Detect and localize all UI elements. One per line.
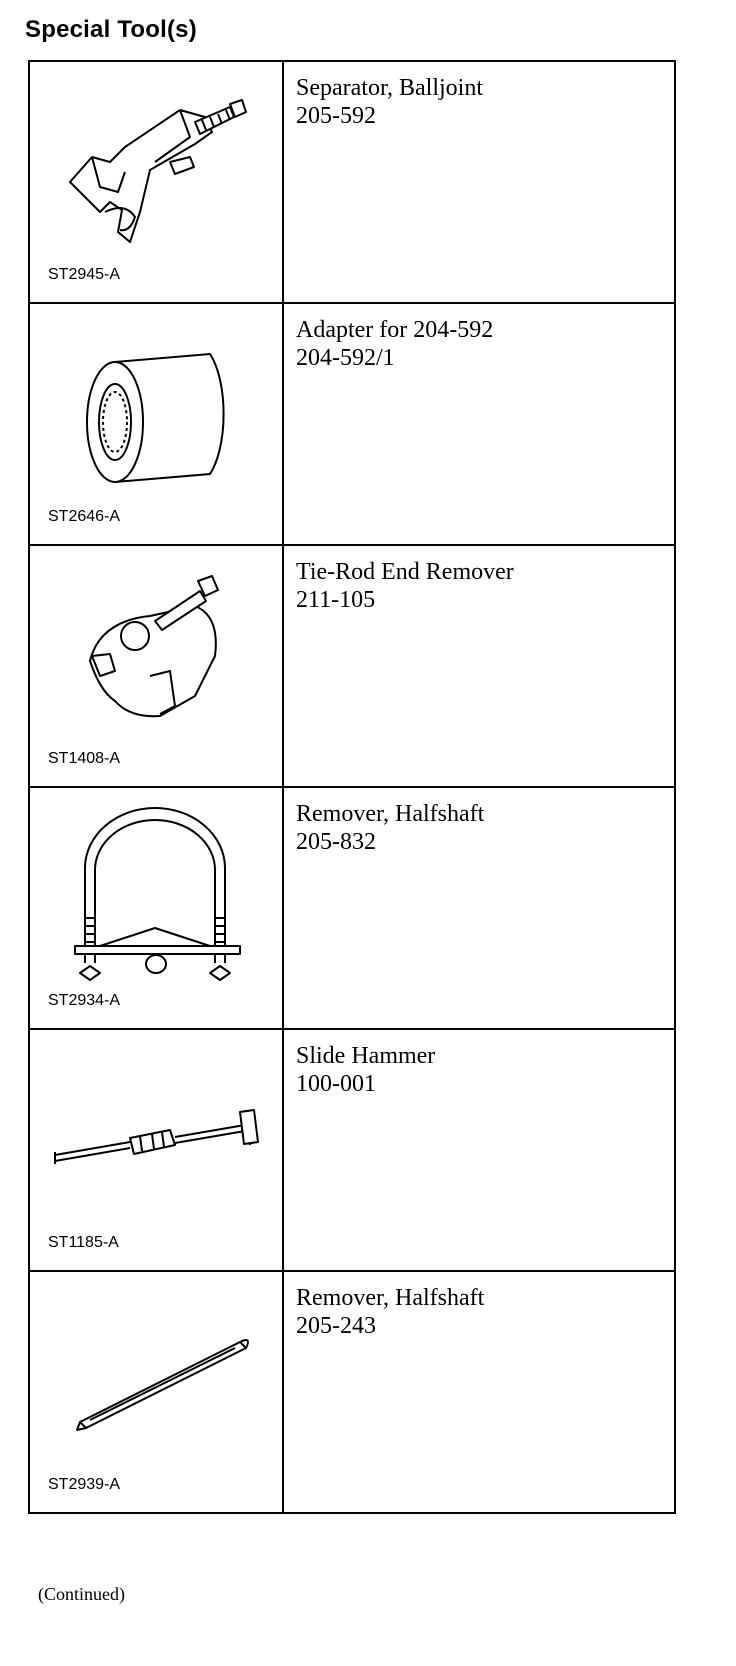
tie-rod-remover-icon xyxy=(89,575,219,718)
tool-name: Adapter for 204-592 xyxy=(296,317,494,343)
tool-description-cell: Remover, Halfshaft 205-243 xyxy=(282,1270,676,1514)
tool-code: ST1185-A xyxy=(48,1234,119,1251)
tool-description-cell: Remover, Halfshaft 205-832 xyxy=(282,786,676,1030)
tool-description-cell: Separator, Balljoint 205-592 xyxy=(282,60,676,304)
adapter-sleeve-icon xyxy=(86,352,225,483)
tool-illustration-cell: ST2945-A xyxy=(28,60,284,304)
special-tools-table: ST2945-A Separator, Balljoint 205-592 ST xyxy=(28,60,676,1514)
tool-name: Remover, Halfshaft xyxy=(296,801,485,827)
tool-name: Tie-Rod End Remover xyxy=(296,559,514,585)
tool-name: Remover, Halfshaft xyxy=(296,1285,485,1311)
tool-name: Separator, Balljoint xyxy=(296,75,483,101)
table-row: ST2934-A Remover, Halfshaft 205-832 xyxy=(28,786,676,1030)
tool-illustration-cell: ST1408-A xyxy=(28,544,284,788)
table-row: ST1185-A Slide Hammer 100-001 xyxy=(28,1028,676,1272)
tool-number: 100-001 xyxy=(296,1071,376,1097)
tool-code: ST2934-A xyxy=(48,992,121,1009)
tool-code: ST2939-A xyxy=(48,1476,121,1493)
tool-number: 205-592 xyxy=(296,103,376,129)
slide-hammer-icon xyxy=(54,1109,259,1164)
rod-remover-icon xyxy=(76,1339,249,1431)
tool-description-cell: Adapter for 204-592 204-592/1 xyxy=(282,302,676,546)
tool-number: 204-592/1 xyxy=(296,345,395,371)
u-bolt-remover-icon xyxy=(74,807,241,981)
continued-note: (Continued) xyxy=(38,1584,125,1604)
tool-number: 211-105 xyxy=(296,587,376,613)
tool-number: 205-243 xyxy=(296,1313,376,1339)
tool-illustration-cell: ST2934-A xyxy=(28,786,284,1030)
tool-description-cell: Slide Hammer 100-001 xyxy=(282,1028,676,1272)
tool-illustration-cell: ST2939-A xyxy=(28,1270,284,1514)
table-row: ST2945-A Separator, Balljoint 205-592 xyxy=(28,60,676,304)
tool-code: ST2646-A xyxy=(48,508,121,525)
table-row: ST2939-A Remover, Halfshaft 205-243 xyxy=(28,1270,676,1514)
tool-description-cell: Tie-Rod End Remover 211-105 xyxy=(282,544,676,788)
page-title: Special Tool(s) xyxy=(25,16,197,43)
table-row: ST1408-A Tie-Rod End Remover 211-105 xyxy=(28,544,676,788)
tool-code: ST1408-A xyxy=(48,750,121,767)
tool-code: ST2945-A xyxy=(48,266,121,283)
tool-illustration-cell: ST2646-A xyxy=(28,302,284,546)
tool-number: 205-832 xyxy=(296,829,376,855)
balljoint-separator-icon xyxy=(69,99,247,243)
table-row: ST2646-A Adapter for 204-592 204-592/1 xyxy=(28,302,676,546)
tool-name: Slide Hammer xyxy=(296,1043,436,1069)
tool-illustration-cell: ST1185-A xyxy=(28,1028,284,1272)
